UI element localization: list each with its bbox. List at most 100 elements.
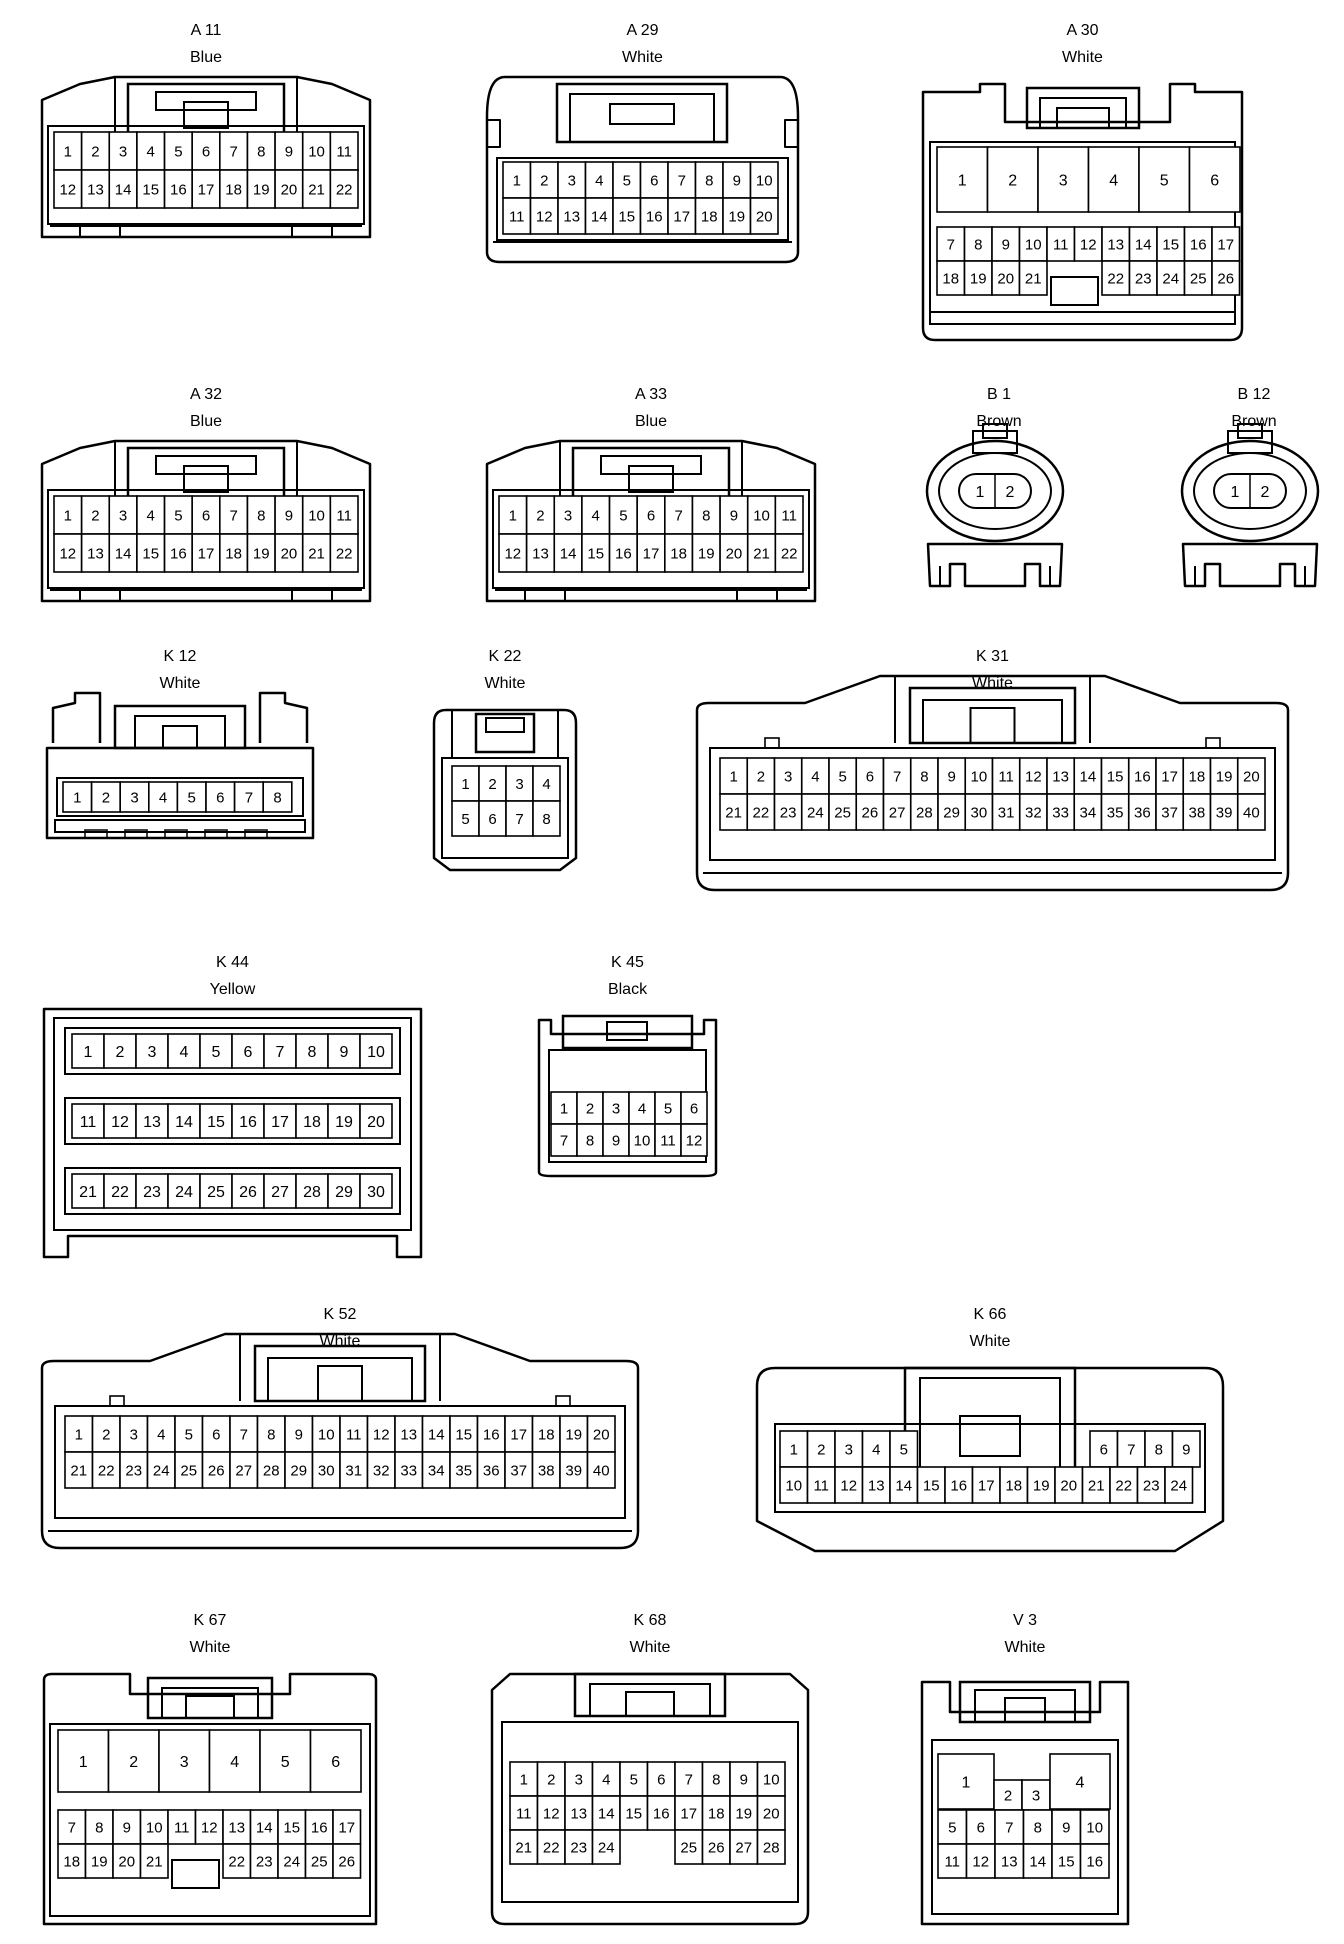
pin-number: 17 (673, 208, 690, 225)
pin-number: 5 (461, 811, 469, 828)
housing-outline (1205, 737, 1221, 749)
housing-outline (183, 465, 229, 493)
pin-number: 22 (781, 545, 798, 562)
pin-number: 5 (281, 1754, 290, 1771)
pin-number: 25 (207, 1184, 225, 1201)
pin-number: 4 (159, 789, 167, 806)
pin-cell (586, 1451, 616, 1489)
housing-outline (49, 1723, 371, 1917)
pin-cell (1138, 146, 1191, 213)
pin-number: 2 (1008, 172, 1017, 189)
pin-number: 25 (1190, 270, 1207, 287)
pin-number: 15 (618, 208, 635, 225)
pin-cell (256, 1451, 286, 1489)
pin-cell (119, 1451, 149, 1489)
pin-cell (536, 1829, 566, 1865)
pin-number: 9 (733, 172, 741, 189)
pin-number: 16 (170, 545, 187, 562)
pin-cell (327, 1173, 361, 1209)
housing-outline (204, 829, 228, 839)
pin-number: 9 (340, 1044, 349, 1061)
housing-outline (432, 708, 578, 872)
pin-number: 20 (756, 208, 773, 225)
pin-number: 5 (948, 1819, 956, 1836)
connector-id: K 44 (216, 954, 249, 971)
pin-cell (329, 131, 359, 171)
pin-number: 20 (763, 1805, 780, 1822)
pin-number: 9 (1002, 236, 1010, 253)
housing-outline (47, 125, 365, 225)
pin-number: 10 (753, 507, 770, 524)
pin-cell (746, 793, 776, 831)
pin-cell (509, 1795, 539, 1831)
pin-cell (1073, 793, 1103, 831)
pin-number: 10 (971, 768, 988, 785)
pin-number: 9 (1182, 1441, 1190, 1458)
connector-id: A 30 (1066, 22, 1099, 39)
pin-number: 4 (872, 1441, 880, 1458)
pin-number: 19 (335, 1114, 353, 1131)
pin-number: 10 (146, 1819, 163, 1836)
pin-cell (1046, 793, 1076, 831)
pin-number: 27 (235, 1462, 252, 1479)
pin-number: 13 (563, 208, 580, 225)
pin-cell (1127, 757, 1157, 795)
housing-outline (474, 712, 536, 754)
pin-cell (773, 757, 803, 795)
pin-cell (57, 1843, 87, 1879)
connector-color: Blue (634, 413, 668, 430)
pin-cell (136, 533, 166, 573)
pin-cell (1100, 793, 1130, 831)
pin-number: 21 (1025, 270, 1042, 287)
housing-outline (64, 1167, 401, 1215)
pin-number: 5 (664, 1100, 672, 1117)
pin-number: 16 (615, 545, 632, 562)
pin-number: 29 (943, 804, 960, 821)
pin-cell (612, 197, 642, 235)
pin-cell (779, 1466, 809, 1504)
housing-outline (54, 1405, 626, 1519)
pin-number: 23 (570, 1839, 587, 1856)
housing-outline (42, 1672, 378, 1926)
housing-outline (1039, 97, 1127, 129)
pin-cell (576, 1123, 604, 1157)
pin-number: 17 (510, 1426, 527, 1443)
pin-number: 27 (271, 1184, 289, 1201)
pin-number: 2 (1006, 484, 1015, 501)
housing-outline (1181, 542, 1319, 588)
housing-outline (537, 1018, 718, 1178)
pin-number: 6 (977, 1819, 985, 1836)
housing-outline (755, 1366, 1225, 1553)
pin-number: 14 (428, 1426, 445, 1443)
connector-color: Yellow (209, 981, 256, 998)
pin-number: 28 (303, 1184, 321, 1201)
pin-number: 16 (1134, 768, 1151, 785)
connector-id: A 33 (634, 386, 668, 403)
pin-cell (148, 781, 179, 813)
pin-number: 12 (840, 1477, 857, 1494)
pin-cell (1021, 1779, 1051, 1811)
pin-number: 20 (1060, 1477, 1077, 1494)
pin-number: 24 (283, 1853, 300, 1870)
pin-number: 4 (180, 1044, 189, 1061)
pin-cell (205, 781, 236, 813)
pin-number: 8 (267, 1426, 275, 1443)
pin-number: 18 (670, 545, 687, 562)
pin-cell (654, 1123, 682, 1157)
pin-number: 3 (1059, 172, 1068, 189)
pin-cell (701, 1829, 731, 1865)
pin-cell (1127, 793, 1157, 831)
pin-cell (1073, 757, 1103, 795)
pin-number: 4 (638, 1100, 646, 1117)
pin-cell (158, 1729, 211, 1793)
pin-number: 5 (188, 789, 196, 806)
pin-number: 24 (153, 1462, 170, 1479)
pin-number: 10 (634, 1132, 651, 1149)
pin-number: 33 (1052, 804, 1069, 821)
